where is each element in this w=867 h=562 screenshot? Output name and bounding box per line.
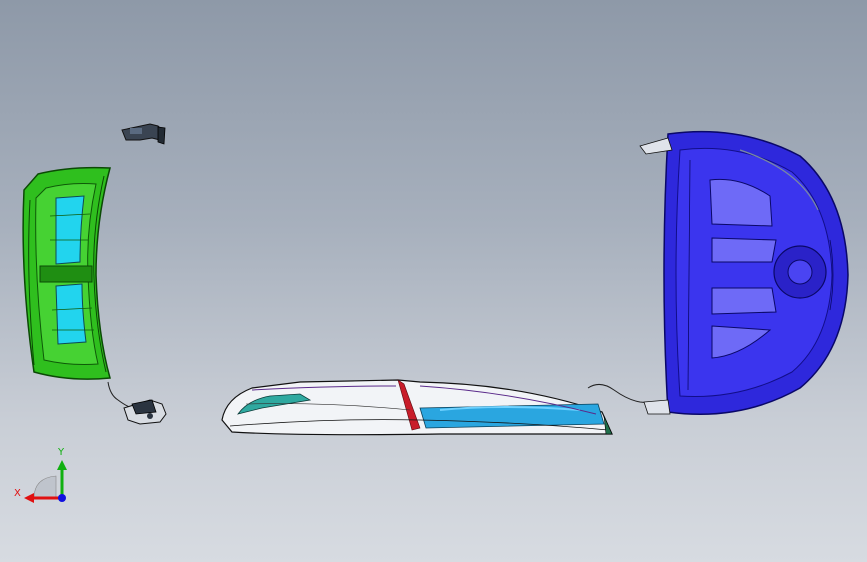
coordinate-triad: Y X [14, 447, 67, 503]
cable-line-right [587, 384, 661, 405]
z-axis-dot [58, 494, 66, 502]
green-hood-panel[interactable] [22, 166, 111, 380]
hinge-bracket-top[interactable] [121, 123, 166, 145]
x-axis-label: X [14, 488, 21, 499]
blue-hood-inner-panel[interactable] [639, 130, 849, 415]
hinge-bracket-bottom[interactable] [123, 399, 167, 425]
y-axis-label: Y [57, 447, 65, 458]
cable-line [107, 381, 133, 409]
flat-hood-side-view[interactable] [221, 379, 613, 436]
